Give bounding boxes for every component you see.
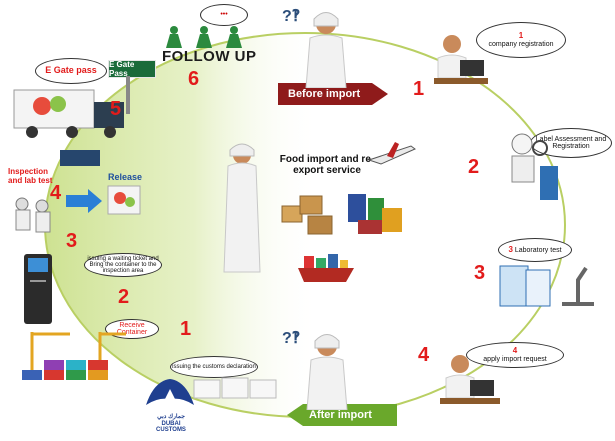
before-step-1-number: 1 xyxy=(413,78,425,100)
port-containers-icon xyxy=(22,332,126,380)
center-title: Food import and re-export service xyxy=(279,154,375,176)
follow-up-title: FOLLOW UP xyxy=(162,48,257,65)
after-step-5-number: 5 xyxy=(110,98,122,120)
request-desk-person xyxy=(440,355,500,404)
airplane-icon xyxy=(367,142,416,165)
food-goods-icon xyxy=(281,194,402,235)
after-step-1-label: issuing the customs declaration xyxy=(172,363,256,370)
before-step-1-bubble: 1 company registration xyxy=(476,22,566,58)
before-import-label: Before import xyxy=(288,88,361,100)
after-step-3-bubble: issuing a waiting ticket and Bring the c… xyxy=(84,253,162,277)
before-step-4-label: apply import request xyxy=(483,355,547,363)
ticket-kiosk-icon xyxy=(24,254,52,324)
lab-milk-microscope-icon xyxy=(499,265,594,307)
before-step-3-label: Laboratory test xyxy=(514,246,562,254)
after-step-1-bubble: issuing the customs declaration xyxy=(170,356,258,378)
dubai-customs-logo-text: جمارك دبي DUBAI CUSTOMS xyxy=(146,414,196,434)
after-step-2-number: 2 xyxy=(118,286,130,308)
before-step-1-bubble-number: 1 xyxy=(518,31,524,41)
release-arrow-icon xyxy=(66,189,102,213)
question-marks-icon: ?‽ xyxy=(282,8,301,25)
question-marks-icon-bottom: ?‽ xyxy=(282,330,301,347)
e-gate-sign: E Gate Pass xyxy=(108,60,156,78)
after-step-6-number: 6 xyxy=(188,68,200,90)
before-step-4-bubble: 4 apply import request xyxy=(466,342,564,368)
after-step-3-number: 3 xyxy=(66,230,78,252)
flag-banner xyxy=(60,150,100,166)
before-step-1-label: company registration xyxy=(488,40,554,48)
before-step-3-bubble-number: 3 xyxy=(508,244,513,254)
before-step-3-bubble: 3 Laboratory test xyxy=(498,238,572,262)
thinking-person-top xyxy=(305,12,347,88)
follow-up-arabic-bubble: ••• xyxy=(200,4,248,26)
after-import-label: After import xyxy=(309,409,372,421)
dubai-customs-logo-english: DUBAI CUSTOMS xyxy=(156,420,186,434)
before-step-2-label: Label Assessment and Registration xyxy=(535,135,607,150)
dubai-customs-logo xyxy=(146,379,194,405)
before-step-4-bubble-number: 4 xyxy=(512,346,518,356)
after-step-1-number: 1 xyxy=(180,318,192,340)
after-step-5-label: E Gate pass xyxy=(45,65,97,76)
center-person-figure xyxy=(223,143,261,273)
inspector-magnifier-figure xyxy=(511,133,558,200)
after-step-4-number: 4 xyxy=(50,182,62,204)
e-gate-sign-post xyxy=(126,76,130,114)
after-step-5-bubble: E Gate pass xyxy=(35,58,107,84)
declaration-documents-icon xyxy=(193,377,277,399)
before-import-arrow: Before import xyxy=(278,83,388,105)
thinking-person-bottom xyxy=(306,334,348,410)
inspection-workers-icon xyxy=(15,197,51,233)
before-step-3-number: 3 xyxy=(474,262,486,284)
runners-icon xyxy=(166,26,242,48)
after-step-4-label: Inspection and lab test xyxy=(8,167,53,185)
release-label: Release xyxy=(108,172,143,182)
dubai-customs-logo-arabic: جمارك دبي xyxy=(157,414,185,420)
cargo-ship-icon xyxy=(298,254,354,282)
released-goods-icon xyxy=(107,185,141,215)
truck-icon xyxy=(13,89,124,138)
after-step-3-label: issuing a waiting ticket and Bring the c… xyxy=(87,255,159,275)
before-step-4-number: 4 xyxy=(418,344,430,366)
after-step-2-label: Receive Container xyxy=(116,321,148,336)
registration-desk-person xyxy=(434,35,488,84)
before-step-2-number: 2 xyxy=(468,156,480,178)
